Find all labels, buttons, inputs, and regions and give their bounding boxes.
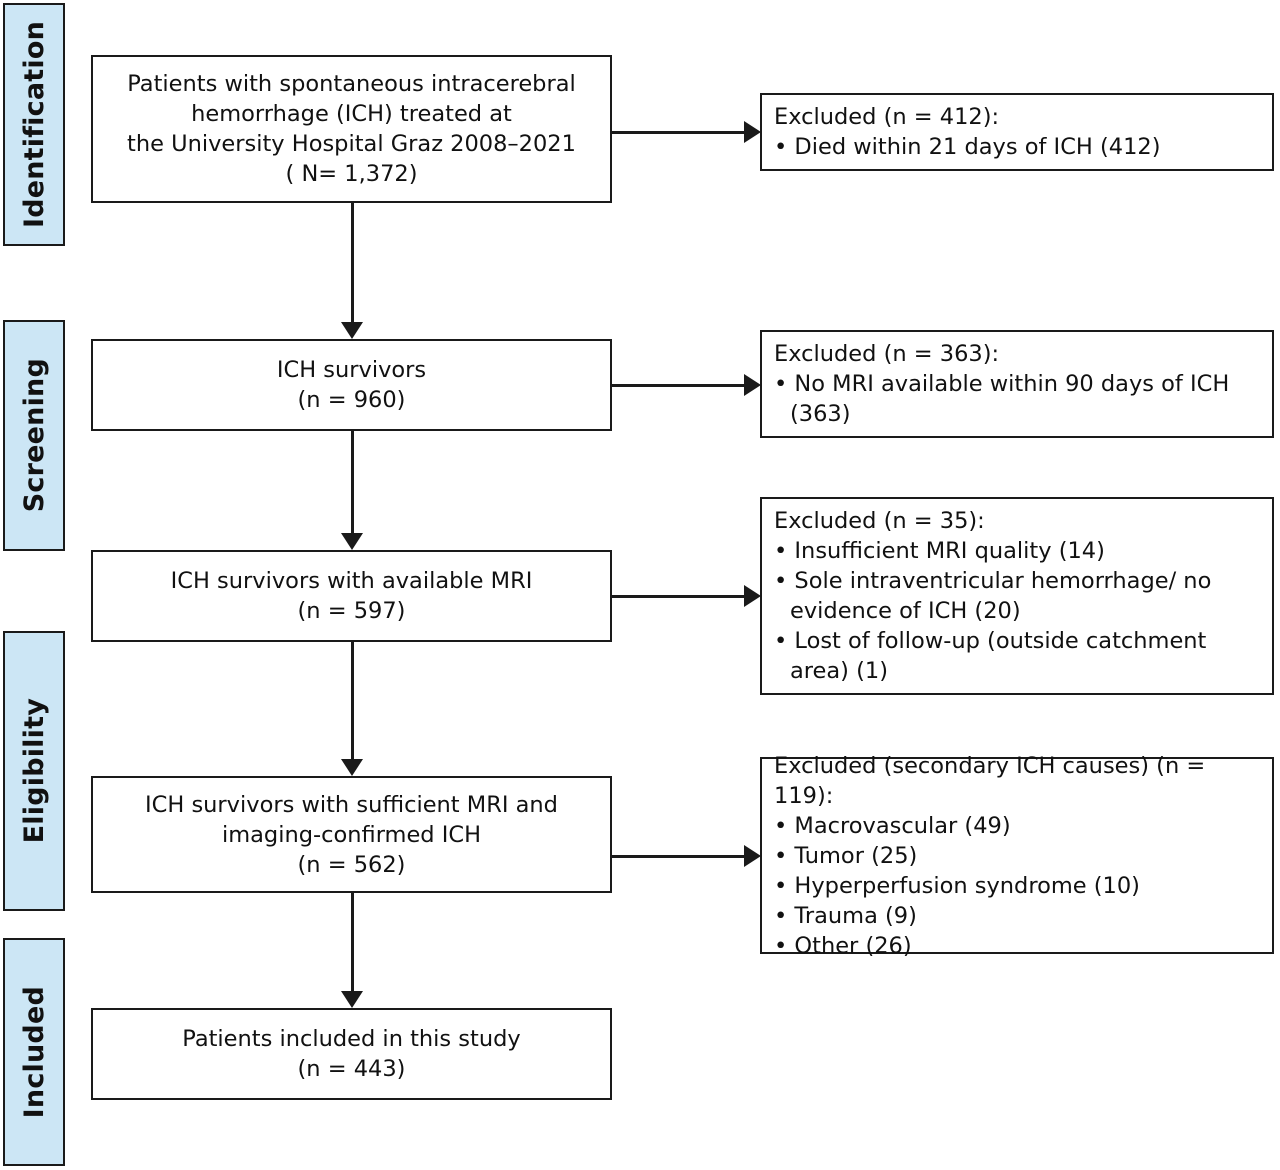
exclusion-box-4-item-3: • Hyperperfusion syndrome (10) <box>774 872 1140 899</box>
arrow-right-2 <box>744 374 761 396</box>
node-sufficient-mri-line-1: ICH survivors with sufficient MRI and <box>145 791 558 818</box>
node-included-line-1: Patients included in this study <box>182 1026 521 1052</box>
node-sufficient-mri-line-3: (n = 562) <box>297 851 406 878</box>
stage-label-included-text: Included <box>18 985 50 1119</box>
node-identified-line-2: hemorrhage (ICH) treated at <box>191 101 512 127</box>
stage-label-identification-text: Identification <box>18 20 50 229</box>
connector-vertical-2 <box>351 431 354 534</box>
exclusion-box-4-item-5: • Other (26) <box>774 932 912 959</box>
connector-horizontal-4 <box>612 855 745 858</box>
connector-vertical-3 <box>351 642 354 760</box>
arrow-down-2 <box>341 533 363 550</box>
node-survivors-line-2: (n = 960) <box>297 387 406 413</box>
exclusion-box-4-heading: Excluded (secondary ICH causes) (n = 119… <box>774 752 1213 809</box>
exclusion-box-3: Excluded (n = 35): • Insufficient MRI qu… <box>760 497 1274 695</box>
exclusion-box-1: Excluded (n = 412): • Died within 21 day… <box>760 93 1274 171</box>
arrow-right-3 <box>744 585 761 607</box>
exclusion-box-4: Excluded (secondary ICH causes) (n = 119… <box>760 753 1274 959</box>
arrow-right-1 <box>744 121 761 143</box>
connector-horizontal-3 <box>612 595 745 598</box>
exclusion-box-3-heading: Excluded (n = 35): <box>774 508 985 534</box>
node-survivors-with-mri: ICH survivors with available MRI (n = 59… <box>91 550 612 642</box>
exclusion-box-1-item-1: • Died within 21 days of ICH (412) <box>774 134 1161 160</box>
node-identified-line-1: Patients with spontaneous intracerebral <box>127 71 576 97</box>
stage-label-screening: Screening <box>3 320 65 551</box>
exclusion-box-3-item-1: • Insufficient MRI quality (14) <box>774 538 1105 564</box>
exclusion-box-2: Excluded (n = 363): • No MRI available w… <box>760 330 1274 438</box>
connector-horizontal-1 <box>612 131 745 134</box>
node-identified-line-3: the University Hospital Graz 2008–2021 <box>127 131 576 157</box>
connector-horizontal-2 <box>612 384 745 387</box>
exclusion-box-2-heading: Excluded (n = 363): <box>774 341 1000 367</box>
arrow-down-4 <box>341 991 363 1008</box>
exclusion-box-3-item-3: • Lost of follow-up (outside catchment a… <box>774 628 1214 684</box>
node-survivors-with-mri-line-1: ICH survivors with available MRI <box>170 568 533 594</box>
connector-vertical-4 <box>351 893 354 992</box>
node-sufficient-mri: ICH survivors with sufficient MRI and im… <box>91 776 612 893</box>
exclusion-box-3-item-2: • Sole intraventricular hemorrhage/ no e… <box>774 568 1219 624</box>
exclusion-box-4-item-1: • Macrovascular (49) <box>774 812 1011 839</box>
arrow-down-3 <box>341 759 363 776</box>
exclusion-box-4-item-2: • Tumor (25) <box>774 842 918 869</box>
node-survivors: ICH survivors (n = 960) <box>91 339 612 431</box>
node-identified-line-4: ( N= 1,372) <box>285 161 418 187</box>
exclusion-box-2-item-1: • No MRI available within 90 days of ICH… <box>774 371 1237 427</box>
node-included: Patients included in this study (n = 443… <box>91 1008 612 1100</box>
node-sufficient-mri-line-2: imaging-confirmed ICH <box>221 821 482 848</box>
node-identified: Patients with spontaneous intracerebral … <box>91 55 612 203</box>
stage-label-included: Included <box>3 938 65 1166</box>
node-included-line-2: (n = 443) <box>297 1056 406 1082</box>
stage-label-eligibility: Eligibility <box>3 631 65 911</box>
node-survivors-line-1: ICH survivors <box>276 357 427 383</box>
arrow-right-4 <box>744 845 761 867</box>
stage-label-screening-text: Screening <box>18 358 50 513</box>
stage-label-eligibility-text: Eligibility <box>18 698 50 844</box>
stage-label-identification: Identification <box>3 3 65 246</box>
exclusion-box-1-heading: Excluded (n = 412): <box>774 104 1000 130</box>
arrow-down-1 <box>341 322 363 339</box>
exclusion-box-4-item-4: • Trauma (9) <box>774 902 917 929</box>
node-survivors-with-mri-line-2: (n = 597) <box>297 598 406 624</box>
connector-vertical-1 <box>351 203 354 323</box>
